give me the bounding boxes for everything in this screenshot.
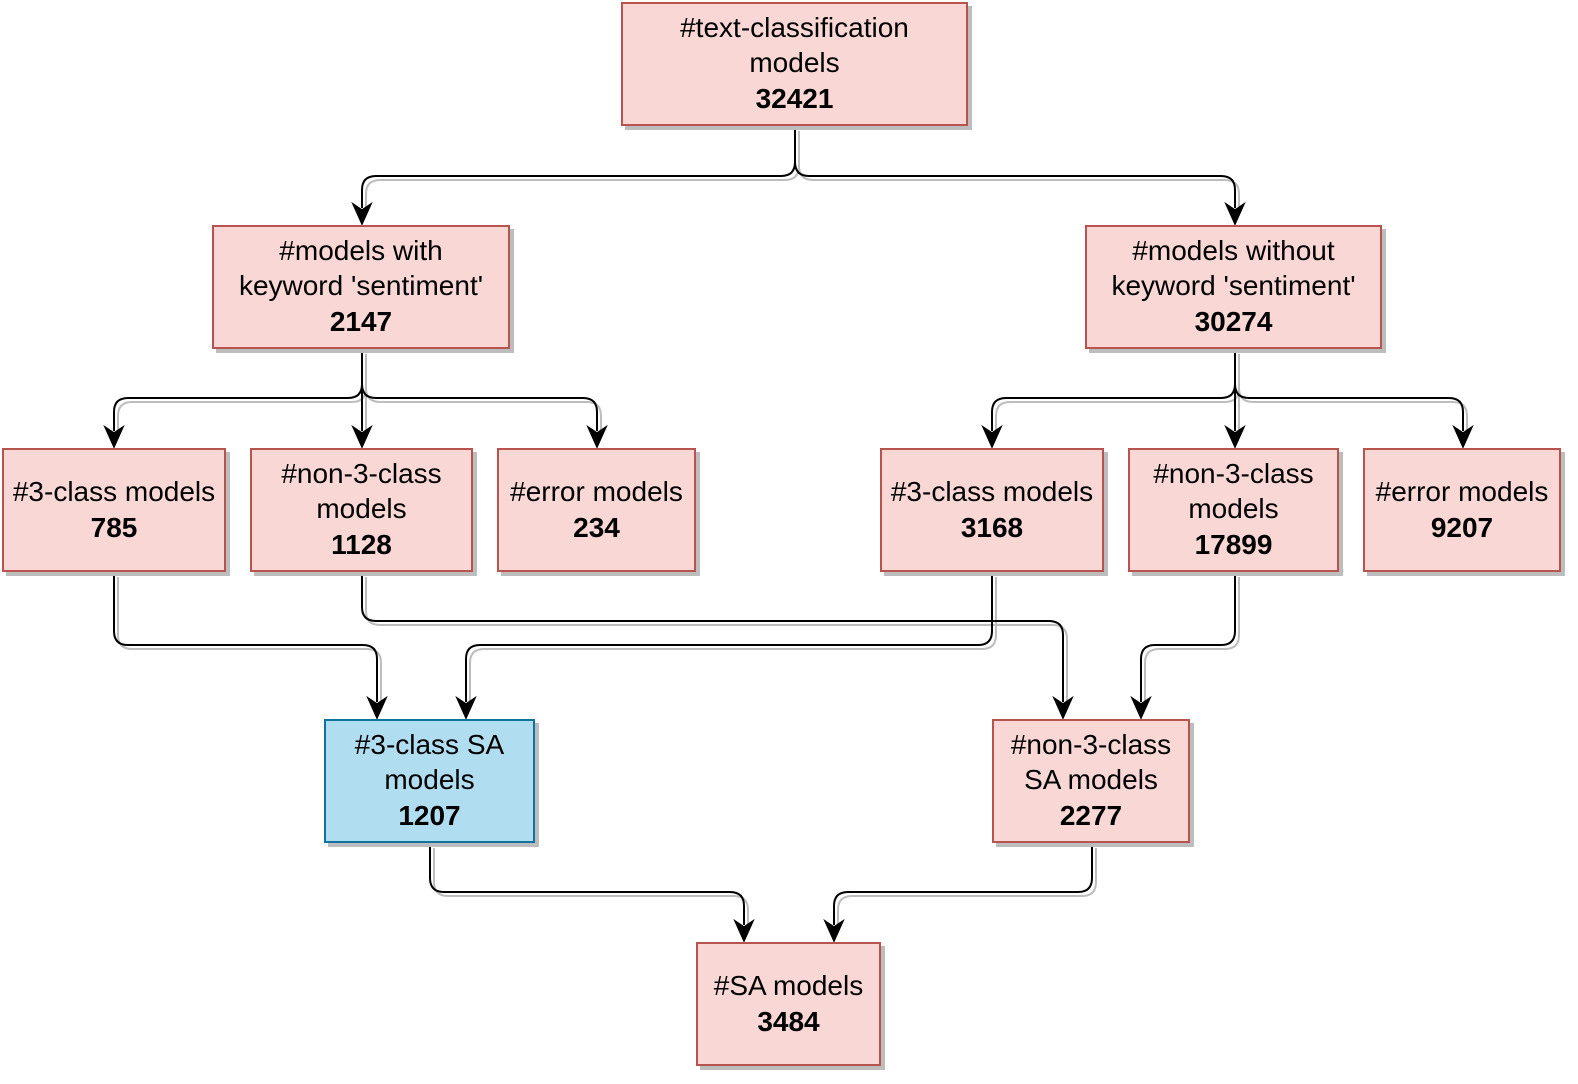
node-count: 3484 (757, 1005, 820, 1037)
node-label: #3-class models (890, 475, 1094, 507)
connector-with_keyword-to-with_error (361, 350, 598, 431)
connector-without_keyword-to-without_3class (991, 350, 1236, 431)
connector-sa_3class-to-sa_total (429, 844, 745, 925)
arrowhead-icon (1052, 695, 1074, 720)
connector-shadow (1144, 577, 1240, 706)
node-count: 3168 (960, 511, 1024, 543)
node-non-3-class-sa-models: #non-3-class SA models 2277 (992, 719, 1190, 843)
node-count: 17899 (1194, 529, 1273, 560)
node-models-without-keyword: #models without keyword 'sentiment' 3027… (1085, 225, 1382, 349)
arrowhead-icon (351, 424, 373, 449)
connector-root-to-with_keyword (361, 127, 796, 208)
connector-shadow (469, 577, 997, 706)
connector-shadow (365, 577, 1068, 706)
arrowhead-icon (586, 424, 608, 449)
node-count: 234 (573, 511, 620, 543)
arrowhead-icon (366, 695, 388, 720)
node-count: 1128 (331, 529, 392, 560)
node-label: #non-3-class models (281, 458, 442, 524)
connector-shadow (365, 131, 800, 212)
node-models-with-keyword: #models with keyword 'sentiment' 2147 (212, 225, 510, 349)
connector-shadow (798, 131, 1240, 212)
node-with-keyword-error-models: #error models 234 (497, 448, 696, 572)
connector-without_3class-to-sa_3class (465, 573, 993, 702)
connector-sa_non3class-to-sa_total (833, 844, 1093, 925)
connector-shadow (995, 354, 1240, 435)
node-count: 9207 (1430, 511, 1494, 543)
node-count: 2277 (1059, 800, 1123, 831)
node-label: #non-3-class models (1153, 458, 1314, 524)
arrowhead-icon (1224, 201, 1246, 226)
connector-shadow (117, 354, 367, 435)
node-3-class-sa-models: #3-class SA models 1207 (324, 719, 535, 843)
node-count: 785 (90, 511, 138, 543)
node-without-keyword-non-3-class-models: #non-3-class models 17899 (1128, 448, 1339, 572)
node-without-keyword-error-models: #error models 9207 (1363, 448, 1561, 572)
connector-root-to-without_keyword (794, 127, 1236, 208)
node-count: 30274 (1194, 306, 1273, 337)
node-label: #SA models (713, 969, 864, 1001)
connector-with_3class-to-sa_3class (113, 573, 378, 702)
arrowhead-icon (823, 918, 845, 943)
connector-without_keyword-to-without_error (1234, 350, 1464, 431)
node-label: #text-classification models (680, 12, 909, 78)
connector-shadow (837, 848, 1097, 929)
node-label: #models without keyword 'sentiment' (1111, 235, 1356, 301)
connector-without_non3class-to-sa_non3class (1140, 573, 1236, 702)
arrowhead-icon (733, 918, 755, 943)
connector-with_non3class-to-sa_non3class (361, 573, 1064, 702)
arrowhead-icon (981, 424, 1003, 449)
node-sa-models-total: #SA models 3484 (696, 942, 881, 1066)
connector-with_keyword-to-with_3class (113, 350, 363, 431)
node-with-keyword-3-class-models: #3-class models 785 (2, 448, 226, 572)
arrowhead-icon (1452, 424, 1474, 449)
node-with-keyword-non-3-class-models: #non-3-class models 1128 (250, 448, 473, 572)
node-label: #non-3-class SA models (1010, 729, 1172, 795)
node-count: 2147 (329, 306, 393, 337)
arrowhead-icon (103, 424, 125, 449)
node-label: #error models (510, 475, 683, 507)
node-label: #error models (1375, 475, 1549, 507)
node-label: #models with keyword 'sentiment' (238, 235, 484, 301)
node-count: 1207 (398, 800, 461, 831)
node-without-keyword-3-class-models: #3-class models 3168 (880, 448, 1104, 572)
node-text-classification-models: #text-classification models 32421 (621, 2, 968, 126)
connector-shadow (433, 848, 749, 929)
node-label: #3-class models (12, 475, 216, 507)
connector-shadow (117, 577, 382, 706)
arrowhead-icon (1130, 695, 1152, 720)
node-label: #3-class SA models (354, 729, 505, 795)
arrowhead-icon (455, 695, 477, 720)
arrowhead-icon (1224, 424, 1246, 449)
arrowhead-icon (351, 201, 373, 226)
node-count: 32421 (755, 83, 834, 114)
connector-shadow (1238, 354, 1468, 435)
connector-shadow (365, 354, 602, 435)
